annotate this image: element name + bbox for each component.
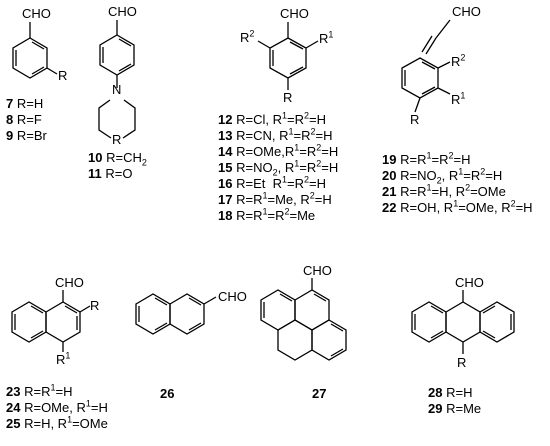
compound-row: 29 R=Me <box>428 401 482 416</box>
compound-substituents: R=H <box>16 96 44 111</box>
compound-row: 10 R=CH2 <box>88 150 147 168</box>
cho-label: CHO <box>455 275 484 290</box>
compound-substituents: R=Br <box>16 128 47 143</box>
compound-row: 23 R=R1=H <box>6 382 73 399</box>
structure-amino-benzaldehyde <box>98 20 136 139</box>
substituent-r: R <box>90 298 100 313</box>
compound-number: 8 <box>6 112 14 127</box>
compound-list-7-9: 7 R=H 8 R=F 9 R=Br <box>6 96 47 144</box>
substituent-r: R <box>410 112 420 127</box>
substituent-r1: R1 <box>319 29 334 46</box>
compound-row: 11 R=O <box>88 166 147 182</box>
cho-label: CHO <box>108 4 137 19</box>
structure-2-naphthaldehyde <box>135 293 217 335</box>
substituent-r2: R2 <box>240 28 255 45</box>
compound-list-23-25: 23 R=R1=H 24 R=OMe, R1=H 25 R=H, R1=OMe <box>6 382 108 432</box>
cho-label: CHO <box>218 289 247 304</box>
structure-naphthaldehyde <box>11 290 91 352</box>
compound-row: 15 R=NO2, R1=R2=H <box>218 158 339 178</box>
compound-row: 14 R=OMe,R1=R2=H <box>218 142 339 159</box>
compound-row: 19 R=R1=R2=H <box>382 150 471 167</box>
substituent-r: R <box>58 68 68 83</box>
cho-label: CHO <box>22 6 51 21</box>
nitrogen-atom: N <box>112 82 122 97</box>
structure-anthracene <box>411 290 515 354</box>
compound-number: 27 <box>312 386 327 401</box>
substituent-r2: R2 <box>451 52 466 69</box>
compound-row: 12 R=Cl, R1=R2=H <box>218 110 326 127</box>
compound-row: 8 R=F <box>6 112 47 128</box>
substituent-r: R <box>283 90 293 105</box>
compound-substituents: R=O <box>105 166 133 181</box>
compound-row: 21 R=R1=H, R2=OMe <box>382 182 506 199</box>
compound-row: 7 R=H <box>6 96 47 112</box>
compound-number: 11 <box>88 166 102 181</box>
structure-cinnamaldehyde <box>401 19 451 113</box>
compound-list-19-22: 19 R=R1=R2=H 20 R=NO2, R1=R2=H 21 R=R1=H… <box>382 150 533 216</box>
structure-benzaldehyde <box>12 22 58 79</box>
compound-row: 28 R=H <box>428 385 473 400</box>
compound-number: 10 <box>88 150 103 165</box>
structure-phenanthrene <box>260 278 347 361</box>
compound-list-28-29: 28 R=H 29 R=Me <box>428 385 481 417</box>
compound-row: 17 R=R1=Me, R2=H <box>218 190 332 207</box>
compound-row: 25 R=H, R1=OMe <box>6 414 108 431</box>
cho-label: CHO <box>452 4 481 19</box>
structure-trisubstituted-benzaldehyde <box>257 22 319 90</box>
cho-label: CHO <box>55 275 84 290</box>
compound-row: 20 R=NO2, R1=R2=H <box>382 166 503 186</box>
substituent-r1: R1 <box>451 90 466 107</box>
compound-row: 9 R=Br <box>6 128 47 144</box>
cho-label: CHO <box>280 6 309 21</box>
compound-number: 7 <box>6 96 14 111</box>
compound-number: 26 <box>160 386 175 401</box>
compound-row: 18 R=R1=R2=Me <box>218 206 316 223</box>
substituent-r1: R1 <box>56 350 71 367</box>
compound-substituents: R=CH <box>106 150 142 165</box>
compound-list-12-18: 12 R=Cl, R1=R2=H 13 R=CN, R1=R2=H 14 R=O… <box>218 110 339 224</box>
compound-row: 13 R=CN, R1=R2=H <box>218 126 333 143</box>
compound-row: 16 R=Et R1=R2=H <box>218 174 326 191</box>
substituent-r: R <box>457 355 467 370</box>
substituent-r: R <box>112 132 122 147</box>
compound-row: 22 R=OH, R1=OMe, R2=H <box>382 198 533 215</box>
cho-label: CHO <box>303 263 332 278</box>
compound-substituents: R=F <box>16 112 42 127</box>
compound-number: 9 <box>6 128 14 143</box>
compound-row: 24 R=OMe, R1=H <box>6 398 108 415</box>
compound-list-10-11: 10 R=CH2 11 R=O <box>88 150 147 182</box>
